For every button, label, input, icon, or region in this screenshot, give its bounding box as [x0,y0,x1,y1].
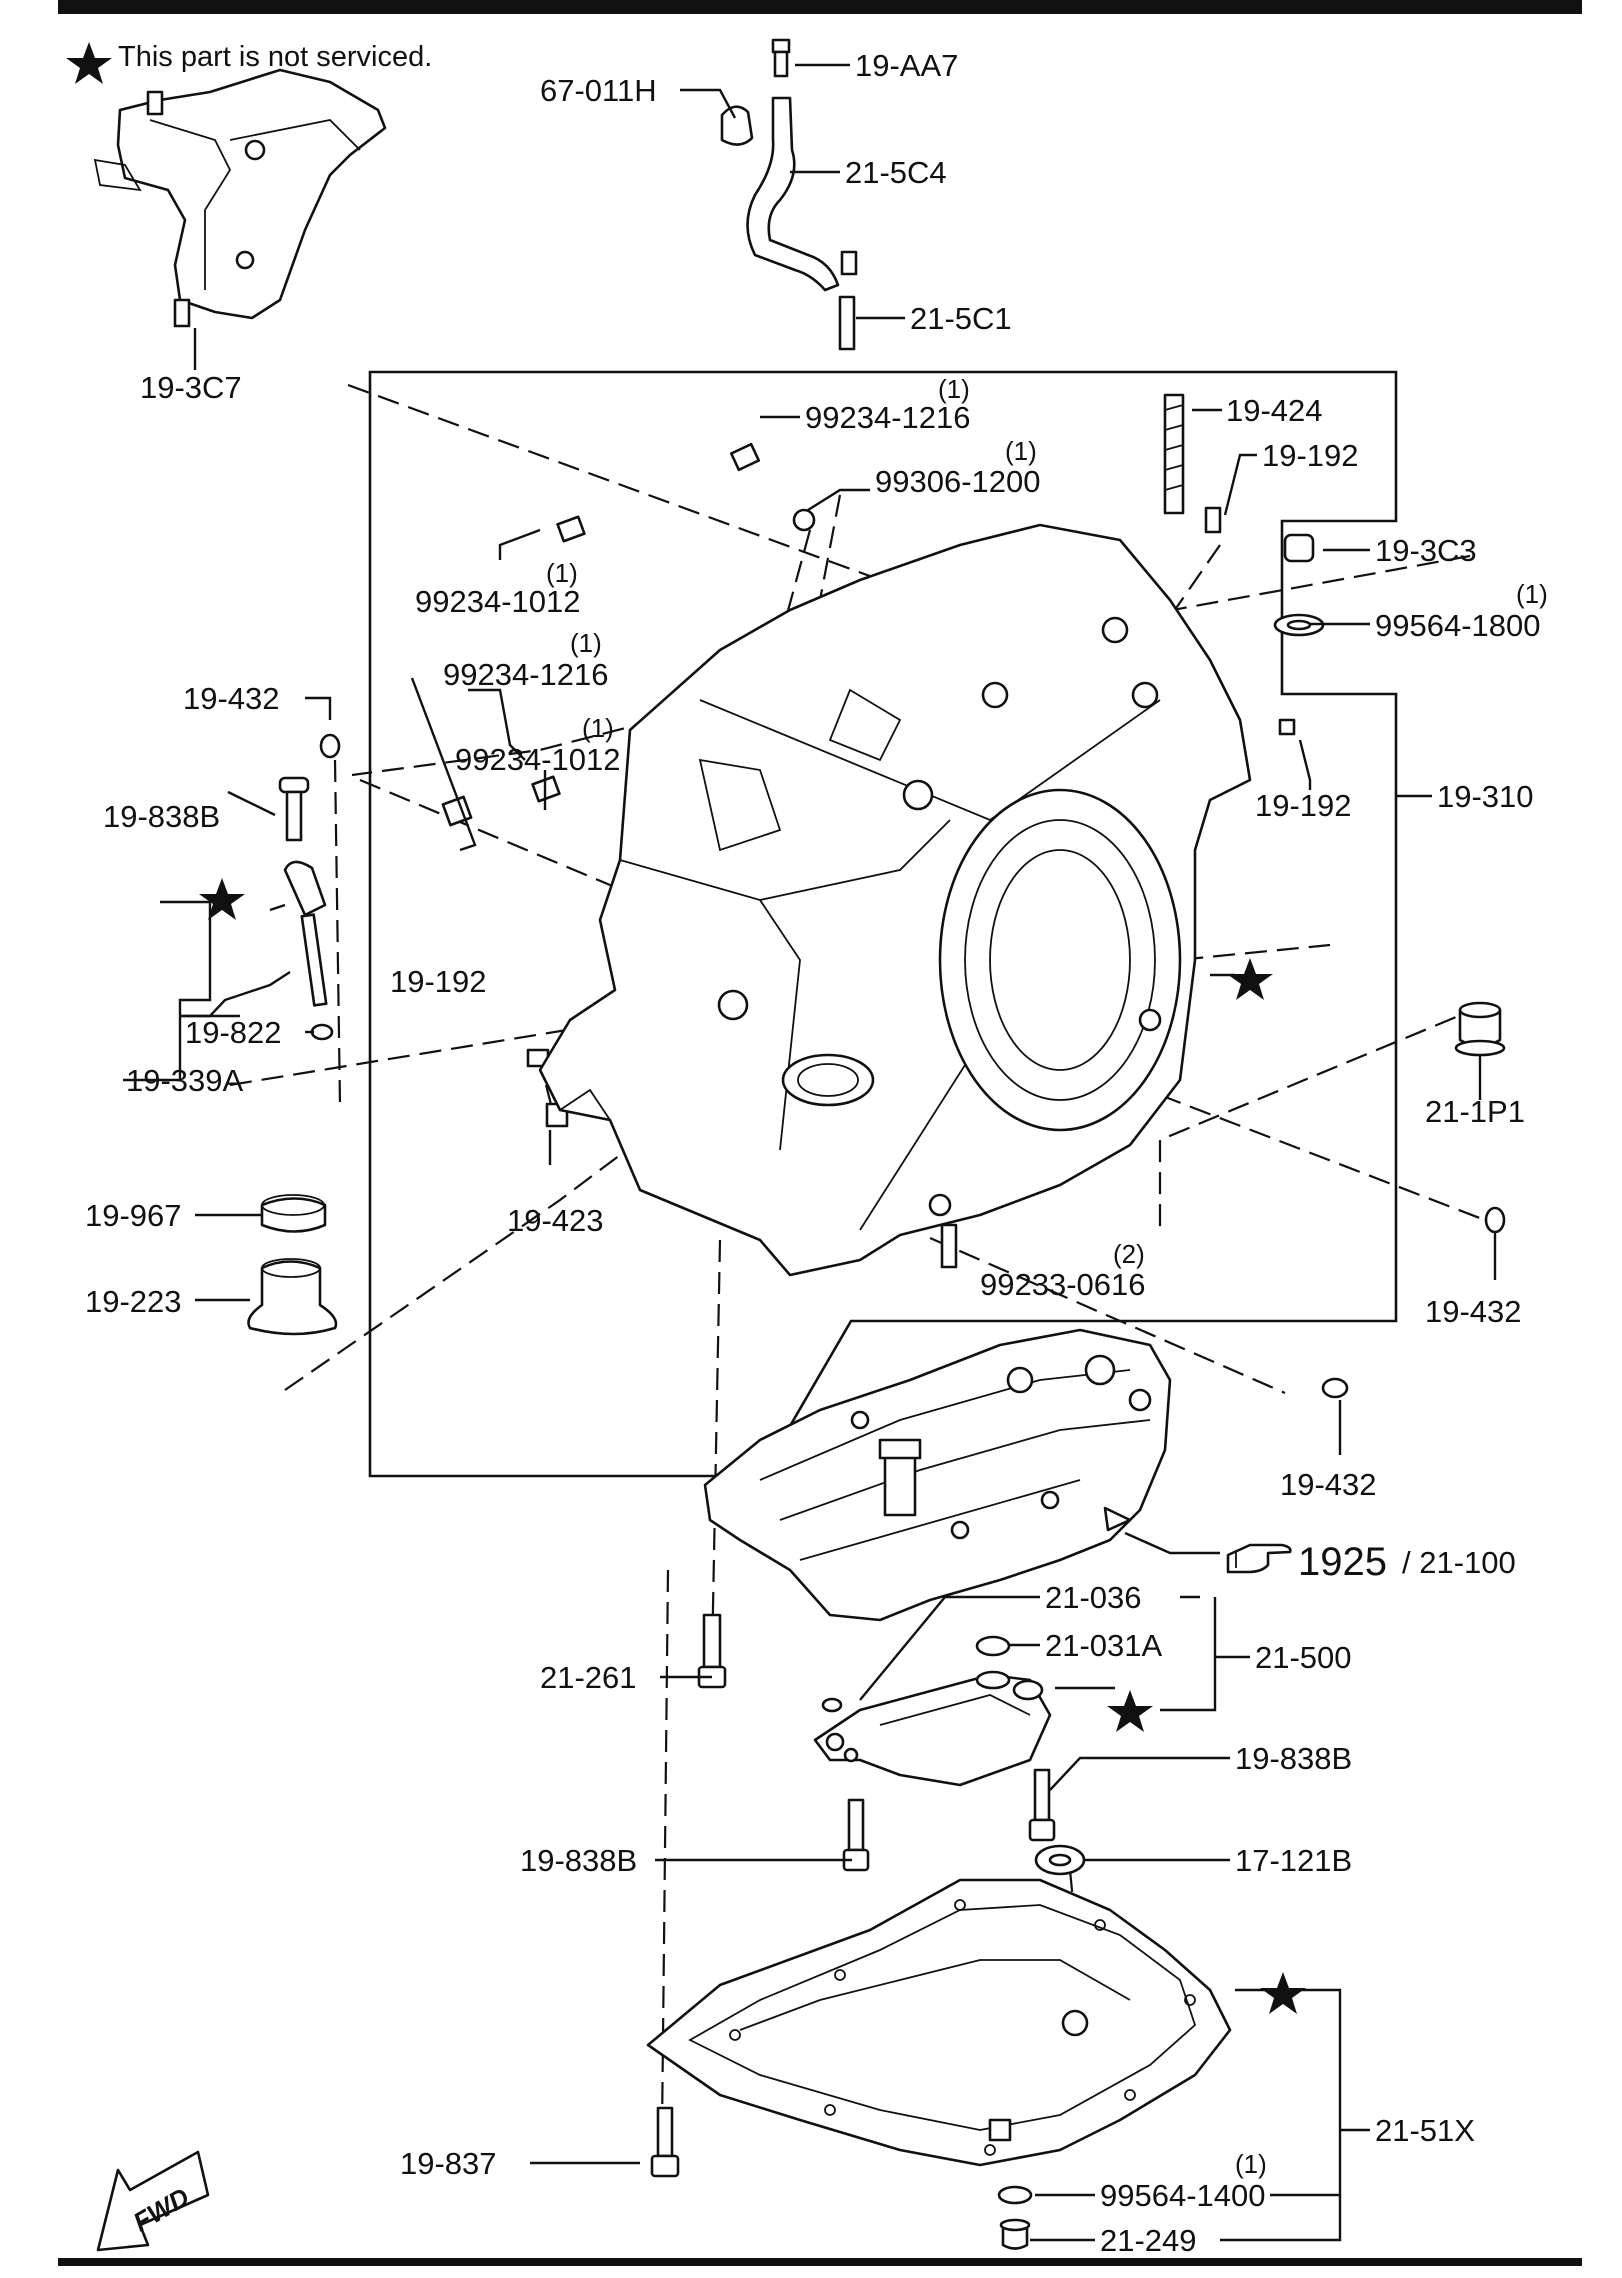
callout-21-036: 21-036 [1045,1580,1142,1615]
callout-99234-1012-b: 99234-1012 [455,742,621,777]
callout-19-838B-a: 19-838B [103,799,220,834]
callout-19-192-c: 19-192 [390,964,487,999]
callout-99564-1400: 99564-1400 [1100,2178,1266,2213]
callout-67-011H: 67-011H [540,73,657,108]
callout-21-500: 21-500 [1255,1640,1352,1675]
callout-99234-1012-a: 99234-1012 [415,584,581,619]
transaxle-case [538,523,1252,1277]
top-border [58,0,1582,14]
callout-19-432-a: 19-432 [183,681,280,716]
callout-19-223: 19-223 [85,1284,182,1319]
callout-21-031A: 21-031A [1045,1628,1163,1663]
callout-21-249: 21-249 [1100,2223,1197,2258]
callout-99234-1216-b: 99234-1216 [443,657,609,692]
qty-99564-1800: (1) [1516,579,1548,609]
legend-text: This part is not serviced. [118,41,432,73]
star-icon [1107,1690,1153,1732]
oil-pan [646,1878,1232,2167]
callout-19-837: 19-837 [400,2146,497,2181]
callout-19-967: 19-967 [85,1198,182,1233]
callout-19-339A: 19-339A [126,1063,244,1098]
qty-99234-1216-a: (1) [938,374,970,404]
qty-99234-1012-a: (1) [546,558,578,588]
callout-19-838B-c: 19-838B [520,1843,637,1878]
callout-labels: 19-AA7 67-011H 21-5C4 21-5C1 19-3C7 (1) … [85,48,1548,2258]
callout-21-5C4: 21-5C4 [845,155,947,190]
case-group-frame [368,370,1398,1478]
callout-21-261: 21-261 [540,1660,637,1695]
control-valve-body [703,1328,1172,1622]
ref-1925[interactable]: 1925 [1298,1540,1387,1584]
callout-19-310: 19-310 [1437,779,1534,814]
callout-99234-1216-a: 99234-1216 [805,400,971,435]
callout-99233-0616: 99233-0616 [980,1267,1146,1302]
callout-19-432-c: 19-432 [1280,1467,1377,1502]
callout-19-822: 19-822 [185,1015,282,1050]
not-serviced-markers [199,878,1306,2014]
washer-17-121B [1034,1844,1086,1876]
callout-19-192-b: 19-192 [1255,788,1352,823]
fwd-arrow-icon: FWD [96,2150,210,2252]
ref-21-100: / 21-100 [1402,1545,1516,1580]
qty-99564-1400: (1) [1235,2149,1267,2179]
star-icon [1260,1972,1306,2014]
callout-99564-1800: 99564-1800 [1375,608,1541,643]
callout-19-423: 19-423 [507,1203,604,1238]
legend-note: This part is not serviced. [66,41,432,84]
oil-strainer [813,1635,1052,1787]
qty-99234-1012-b: (1) [582,713,614,743]
callout-21-51X: 21-51X [1375,2113,1475,2148]
callout-19-432-b: 19-432 [1425,1294,1522,1329]
callout-99306-1200: 99306-1200 [875,464,1041,499]
star-icon [66,42,112,84]
bracket-19-3C7 [93,68,387,328]
callout-19-AA7: 19-AA7 [855,48,958,83]
bolts [650,1613,1056,2178]
callout-19-3C7: 19-3C7 [140,370,242,405]
drain-plug-parts [997,2185,1033,2250]
qty-99233-0616: (2) [1113,1239,1145,1269]
side-parts [247,1001,1506,1399]
pointing-hand-icon [1124,1531,1292,1574]
upper-fittings [319,393,1325,1269]
callout-21-1P1: 21-1P1 [1425,1094,1525,1129]
bottom-border [58,2258,1582,2266]
callout-19-3C3: 19-3C3 [1375,533,1477,568]
callout-21-5C1: 21-5C1 [910,301,1012,336]
qty-99306-1200: (1) [1005,436,1037,466]
breather-assembly [720,38,858,351]
star-icon [1227,958,1273,1000]
callout-19-838B-b: 19-838B [1235,1741,1352,1776]
callout-19-192-a: 19-192 [1262,438,1359,473]
callout-19-424: 19-424 [1226,393,1323,428]
dipstick-assembly [278,776,334,1041]
leader-lines [123,63,1497,2242]
callout-17-121B: 17-121B [1235,1843,1352,1878]
star-icon [199,878,245,920]
qty-99234-1216-b: (1) [570,628,602,658]
